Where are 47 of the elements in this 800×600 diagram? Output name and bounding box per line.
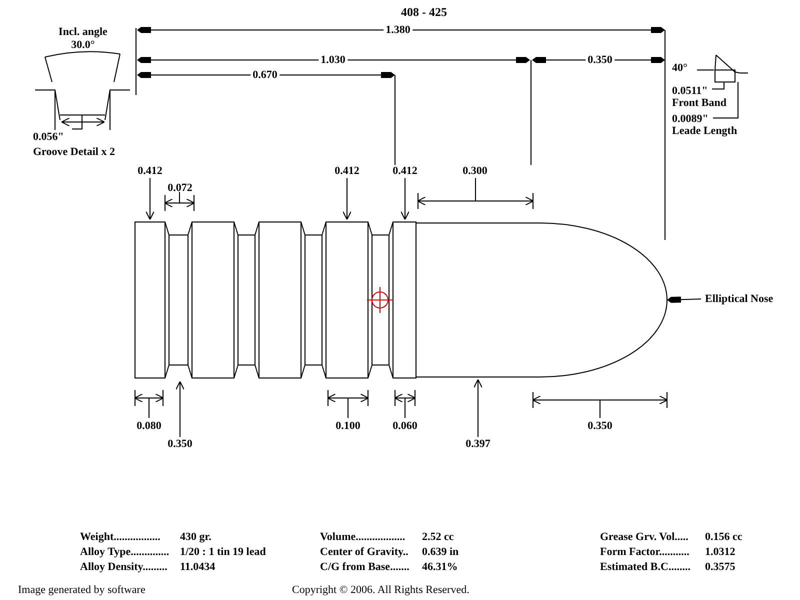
dimension-value: 1.030 xyxy=(318,54,348,66)
dimension-value: 0.397 xyxy=(464,438,492,450)
dimension-value: 0.670 xyxy=(250,69,280,81)
detail-caption: Groove Detail x 2 xyxy=(32,146,116,158)
spec-value: 430 gr. xyxy=(179,531,212,543)
spec-name: Grease Grv. Vol..... xyxy=(599,531,690,543)
callout-label: Elliptical Nose xyxy=(703,293,776,305)
dimension-value: 0.072 xyxy=(166,182,194,194)
dimension-value: 0.056" xyxy=(32,131,65,143)
dimension-value: 0.350 xyxy=(586,54,614,66)
dimension-value: 0.100 xyxy=(334,420,362,432)
spec-value: 0.156 cc xyxy=(704,531,744,543)
detail-caption: Leade Length xyxy=(671,125,738,137)
spec-value: 11.0434 xyxy=(179,561,216,573)
drawing-title: 408 - 425 xyxy=(400,6,448,18)
spec-name: Volume.................. xyxy=(319,531,406,543)
dimension-value: 0.412 xyxy=(392,165,418,177)
dimension-value: 0.060 xyxy=(392,420,418,432)
spec-value: 0.639 in xyxy=(421,546,460,558)
spec-name: Weight................. xyxy=(79,531,162,543)
dimension-value: 0.300 xyxy=(462,165,488,177)
detail-caption: Front Band xyxy=(671,97,728,109)
angle-label: Incl. angle xyxy=(58,26,108,38)
spec-value: 2.52 cc xyxy=(421,531,455,543)
dimension-value: 0.0511" xyxy=(671,85,709,97)
dimension-value: 0.350 xyxy=(586,420,614,432)
angle-value: 40° xyxy=(671,62,688,74)
spec-name: C/G from Base....... xyxy=(319,561,410,573)
dimension-value: 0.412 xyxy=(334,165,360,177)
spec-name: Estimated B.C........ xyxy=(599,561,692,573)
dimension-value: 0.080 xyxy=(136,420,162,432)
dimension-value: 0.412 xyxy=(136,165,164,177)
dimension-value: 0.0089" xyxy=(671,113,710,125)
spec-value: 0.3575 xyxy=(704,561,736,573)
footer-note: Copyright © 2006. All Rights Reserved. xyxy=(291,584,470,596)
spec-value: 1/20 : 1 tin 19 lead xyxy=(179,546,267,558)
footer-note: Image generated by software xyxy=(17,584,146,596)
spec-value: 1.0312 xyxy=(704,546,736,558)
dimension-value: 1.380 xyxy=(384,24,412,36)
spec-name: Alloy Density......... xyxy=(79,561,168,573)
spec-name: Center of Gravity.. xyxy=(319,546,410,558)
spec-name: Alloy Type.............. xyxy=(79,546,170,558)
angle-value: 30.0° xyxy=(70,39,96,51)
spec-value: 46.31% xyxy=(421,561,459,573)
dimension-value: 0.350 xyxy=(166,438,194,450)
leader-line xyxy=(667,296,702,303)
spec-name: Form Factor........... xyxy=(599,546,690,558)
